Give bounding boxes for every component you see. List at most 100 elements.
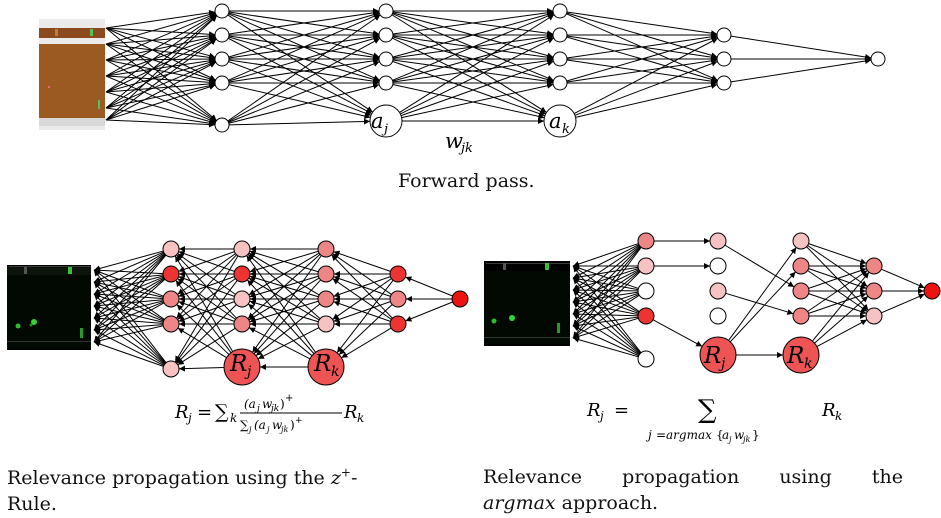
argmax-edge	[572, 270, 641, 327]
relevance-edge	[93, 253, 166, 319]
forward-edge	[105, 75, 216, 123]
game-frame-image	[39, 19, 105, 130]
svg-text:): )	[280, 397, 285, 411]
forward-edge	[105, 27, 216, 59]
svg-text:k: k	[835, 409, 842, 423]
forward-edge	[228, 61, 380, 123]
argmax-neuron	[709, 282, 727, 300]
forward-edge	[227, 37, 373, 115]
forward-edge	[575, 83, 718, 118]
svg-text:k: k	[230, 411, 237, 425]
relevance-edge	[333, 276, 391, 298]
forward-edge	[228, 13, 380, 81]
a-j-letter: a	[371, 109, 384, 133]
argmax-edge	[816, 319, 868, 347]
R-k-subscript-right: k	[804, 356, 812, 372]
argmax-edge	[807, 270, 868, 312]
relevance-edge	[341, 327, 392, 359]
relevance-edge	[405, 301, 453, 322]
forward-edge	[105, 61, 216, 109]
R-j-subscript-right: j	[718, 356, 726, 372]
forward-edge	[105, 14, 217, 93]
forward-edge	[105, 91, 216, 125]
argmax-edge	[808, 243, 867, 265]
forward-edge	[105, 15, 217, 109]
relevance-edge	[177, 327, 227, 359]
forward-neuron	[369, 104, 403, 138]
z-plus-caption: Relevance propagation using the z+- Rule…	[7, 460, 357, 517]
argmax-neuron	[637, 350, 655, 368]
argmax-edge	[814, 295, 869, 344]
relevance-edge	[332, 278, 392, 320]
relevance-edge	[405, 276, 453, 297]
forward-neuron	[378, 51, 394, 67]
relevance-neuron	[389, 290, 407, 308]
argmax-edge	[812, 271, 870, 342]
forward-neuron	[716, 51, 732, 67]
relevance-edge	[93, 275, 164, 296]
argmax-neuron	[865, 307, 883, 325]
relevance-edge	[252, 255, 322, 353]
relevance-edge	[248, 252, 320, 296]
forward-neuron	[552, 75, 568, 91]
argmax-neuron	[865, 257, 883, 275]
relevance-edge	[93, 317, 165, 366]
saliency-map-image-left	[7, 265, 91, 350]
forward-edge	[392, 57, 554, 83]
argmax-edge	[729, 271, 796, 343]
forward-edge	[105, 33, 216, 45]
weight-w-jk-label: w jk	[445, 129, 473, 156]
argmax-edge	[572, 277, 641, 354]
relevance-edge	[93, 293, 164, 322]
relevance-edge	[93, 281, 167, 364]
svg-text:argmax: argmax	[666, 428, 712, 442]
forward-neuron	[378, 27, 394, 43]
svg-text:+: +	[295, 416, 303, 426]
relevance-edge	[93, 252, 165, 295]
forward-neuron	[214, 3, 230, 19]
svg-text:j: j	[597, 409, 604, 423]
relevance-edge	[93, 254, 166, 331]
argmax-edge	[572, 271, 641, 339]
forward-pass-panel: a j a k w jk	[39, 3, 886, 156]
relevance-edge	[93, 278, 165, 331]
relevance-edge	[176, 304, 237, 364]
argmax-edge	[572, 269, 640, 315]
argmax-neuron	[637, 307, 655, 325]
forward-edge	[228, 57, 380, 83]
forward-pass-connections	[105, 8, 872, 128]
forward-neuron	[543, 104, 577, 138]
relevance-edge	[248, 277, 320, 321]
relevance-edge	[93, 276, 164, 307]
svg-text:R: R	[586, 400, 601, 421]
forward-edge	[228, 35, 380, 82]
relevance-neuron	[233, 315, 251, 333]
relevance-edge	[174, 255, 239, 363]
svg-text:=: =	[614, 400, 629, 421]
argmax-edge	[572, 269, 640, 303]
relevance-neuron	[233, 290, 251, 308]
relevance-edge	[249, 250, 319, 273]
relevance-neuron	[317, 265, 335, 283]
relevance-edge	[93, 293, 166, 364]
forward-edge	[105, 56, 216, 63]
w-subscript: jk	[458, 141, 473, 156]
svg-text:jk: jk	[741, 435, 750, 444]
relevance-neuron	[317, 315, 335, 333]
relevance-edge	[93, 250, 164, 272]
relevance-neuron	[162, 360, 180, 378]
forward-edge	[400, 60, 554, 117]
argmax-edge	[725, 292, 794, 315]
forward-neuron	[214, 27, 230, 43]
node-a-k-label: a k	[549, 109, 570, 137]
svg-text:j: j	[265, 425, 270, 434]
forward-edge	[105, 15, 218, 121]
relevance-neuron	[162, 240, 180, 258]
relevance-edge	[178, 251, 235, 273]
z-plus-relevance-neurons	[162, 240, 469, 386]
forward-neuron	[214, 75, 230, 91]
argmax-edge	[572, 267, 639, 291]
forward-edge	[105, 119, 216, 128]
argmax-edge	[808, 293, 867, 315]
